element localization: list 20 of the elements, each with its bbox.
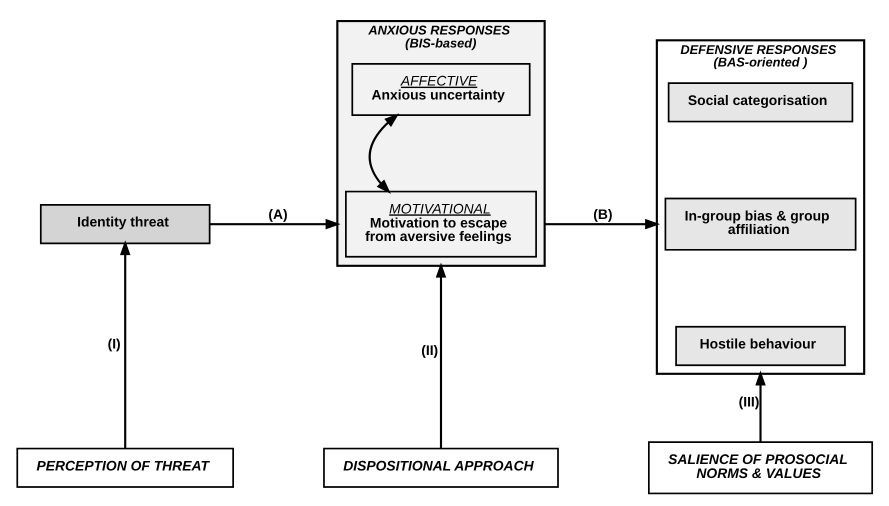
edge-label: (III)	[738, 393, 759, 410]
node-box: DISPOSITIONAL APPROACH	[322, 448, 558, 488]
edge-label: (A)	[268, 206, 288, 222]
arrow	[209, 218, 340, 230]
node-box: PERCEPTION OF THREAT	[16, 448, 234, 488]
node-box: In-group bias & group affiliation	[664, 198, 856, 251]
edge-label: (B)	[592, 206, 612, 222]
edge-label: (II)	[420, 342, 438, 358]
node-box: SALIENCE OF PROSOCIAL NORMS & VALUES	[648, 441, 873, 494]
node-box: Social categorisation	[667, 82, 853, 122]
arrow	[544, 218, 660, 230]
arrow	[754, 370, 766, 442]
node-box: Hostile behaviour	[674, 326, 846, 366]
arrow	[368, 113, 399, 194]
arrow	[119, 240, 130, 448]
edge-label: (I)	[107, 336, 120, 352]
node-box: AFFECTIVE Anxious uncertainty	[350, 63, 530, 116]
arrow	[435, 262, 446, 448]
node-box: MOTIVATIONAL Motivation to escape from aversive feelings	[344, 190, 536, 258]
node-box: Identity threat	[39, 204, 210, 244]
